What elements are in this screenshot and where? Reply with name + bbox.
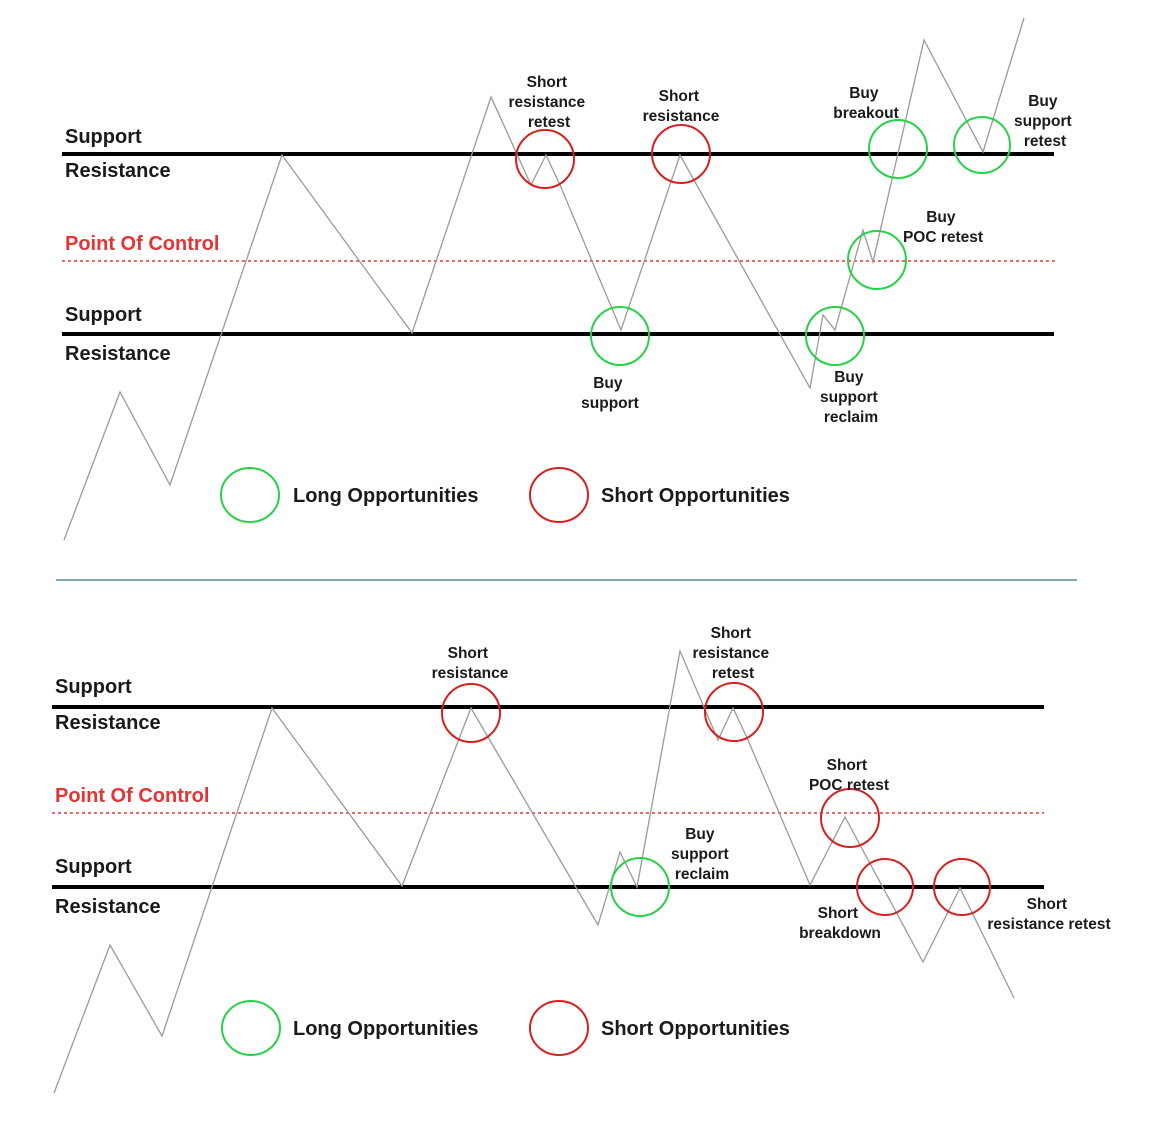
p1-ann-7-line-3: reclaim (824, 409, 878, 426)
p2-annotation-short-breakdown: Short breakdown (799, 905, 881, 942)
p2-ann-4-line-1: Buy (685, 826, 715, 843)
p2-annotation-short-resistance-retest-2: Short resistance retest (987, 896, 1110, 933)
p2-legend-short-swatch (529, 1000, 589, 1056)
p1-upper-support-label: Support (65, 126, 142, 148)
p2-ann-3-line-2: POC retest (809, 777, 889, 794)
p1-ann-7-line-2: support (820, 389, 878, 406)
p1-ann-7-line-1: Buy (834, 369, 864, 386)
p2-annotation-short-resistance-retest: Short resistance retest (692, 625, 773, 682)
p1-ann-1-line-2: resistance (508, 94, 585, 111)
p1-short-circle-1 (515, 129, 575, 189)
panel-2: Support Resistance Point Of Control Supp… (52, 625, 1111, 1094)
p1-lower-support-label: Support (65, 304, 142, 326)
p2-ann-2-line-1: Short (711, 625, 751, 642)
p1-ann-4-line-1: Buy (1028, 93, 1058, 110)
p2-annotation-short-poc-retest: Short POC retest (809, 757, 889, 794)
p1-ann-1-line-3: retest (528, 114, 570, 131)
p2-poc-label: Point Of Control (55, 785, 209, 807)
p1-long-circle-support-reclaim (805, 306, 865, 366)
p2-short-circle-resistance (441, 683, 501, 743)
p2-lower-support-label: Support (55, 856, 132, 878)
p2-short-circle-resistance-retest (704, 682, 764, 742)
p2-upper-resistance-label: Resistance (55, 712, 161, 734)
p2-legend-long-swatch (221, 1000, 281, 1056)
p2-short-circle-poc-retest (820, 788, 880, 848)
p1-ann-1-line-1: Short (527, 74, 567, 91)
p2-ann-3-line-1: Short (827, 757, 867, 774)
p2-short-circle-breakdown (856, 858, 914, 916)
p1-ann-6-line-2: support (581, 395, 639, 412)
p1-ann-5-line-2: POC retest (903, 229, 983, 246)
p1-ann-5-line-1: Buy (926, 209, 956, 226)
p1-annotation-short-resistance-retest: Short resistance retest (508, 74, 589, 131)
p2-ann-1-line-2: resistance (432, 665, 509, 682)
p2-ann-5-line-2: breakdown (799, 925, 881, 942)
p2-ann-2-line-3: retest (712, 665, 754, 682)
p1-lower-resistance-label: Resistance (65, 343, 171, 365)
p1-annotation-buy-support: Buy support (581, 375, 639, 412)
p2-legend-short-label: Short Opportunities (601, 1018, 790, 1040)
p2-legend: Long Opportunities Short Opportunities (221, 1000, 790, 1056)
p1-price-path (63, 17, 1025, 541)
p1-long-circle-breakout (868, 119, 928, 179)
p1-long-circle-support-retest (953, 116, 1011, 174)
p2-ann-6-line-2: resistance retest (987, 916, 1110, 933)
p1-poc-label: Point Of Control (65, 233, 219, 255)
p2-annotation-short-resistance: Short resistance (432, 645, 509, 682)
p1-ann-2-line-2: resistance (643, 108, 720, 125)
p2-upper-support-label: Support (55, 676, 132, 698)
panel-1: Support Resistance Point Of Control Supp… (62, 17, 1076, 541)
p1-short-circle-2 (651, 124, 711, 184)
p2-annotation-buy-support-reclaim: Buy support reclaim (671, 826, 733, 883)
p2-price-path (53, 648, 1015, 1094)
p2-ann-6-line-1: Short (1027, 896, 1067, 913)
p1-annotation-short-resistance: Short resistance (643, 88, 720, 125)
p1-annotation-buy-breakout: Buy breakout (833, 85, 898, 122)
p1-long-circle-poc-retest (847, 230, 907, 290)
p2-short-circle-resistance-retest-2 (933, 858, 991, 916)
p1-ann-6-line-1: Buy (593, 375, 623, 392)
p2-long-circle-support-reclaim (610, 857, 670, 917)
p1-ann-3-line-1: Buy (849, 85, 879, 102)
p1-annotation-buy-support-reclaim: Buy support reclaim (820, 369, 882, 426)
p2-legend-long-label: Long Opportunities (293, 1018, 479, 1040)
p1-legend-short-label: Short Opportunities (601, 485, 790, 507)
p2-ann-1-line-1: Short (448, 645, 488, 662)
p1-ann-4-line-2: support (1014, 113, 1072, 130)
p1-legend: Long Opportunities Short Opportunities (220, 467, 790, 523)
p1-long-circle-buy-support (590, 306, 650, 366)
p2-ann-5-line-1: Short (818, 905, 858, 922)
p1-legend-long-label: Long Opportunities (293, 485, 479, 507)
p1-ann-4-line-3: retest (1024, 133, 1066, 150)
p2-ann-2-line-2: resistance (692, 645, 769, 662)
p1-ann-2-line-1: Short (659, 88, 699, 105)
p1-legend-long-swatch (220, 467, 280, 523)
p2-ann-4-line-2: support (671, 846, 729, 863)
p1-annotation-buy-poc-retest: Buy POC retest (903, 209, 983, 246)
p2-ann-4-line-3: reclaim (675, 866, 729, 883)
p2-lower-resistance-label: Resistance (55, 896, 161, 918)
p1-ann-3-line-2: breakout (833, 105, 898, 122)
p1-annotation-buy-support-retest: Buy support retest (1014, 93, 1076, 150)
p1-upper-resistance-label: Resistance (65, 160, 171, 182)
p1-legend-short-swatch (529, 467, 589, 523)
